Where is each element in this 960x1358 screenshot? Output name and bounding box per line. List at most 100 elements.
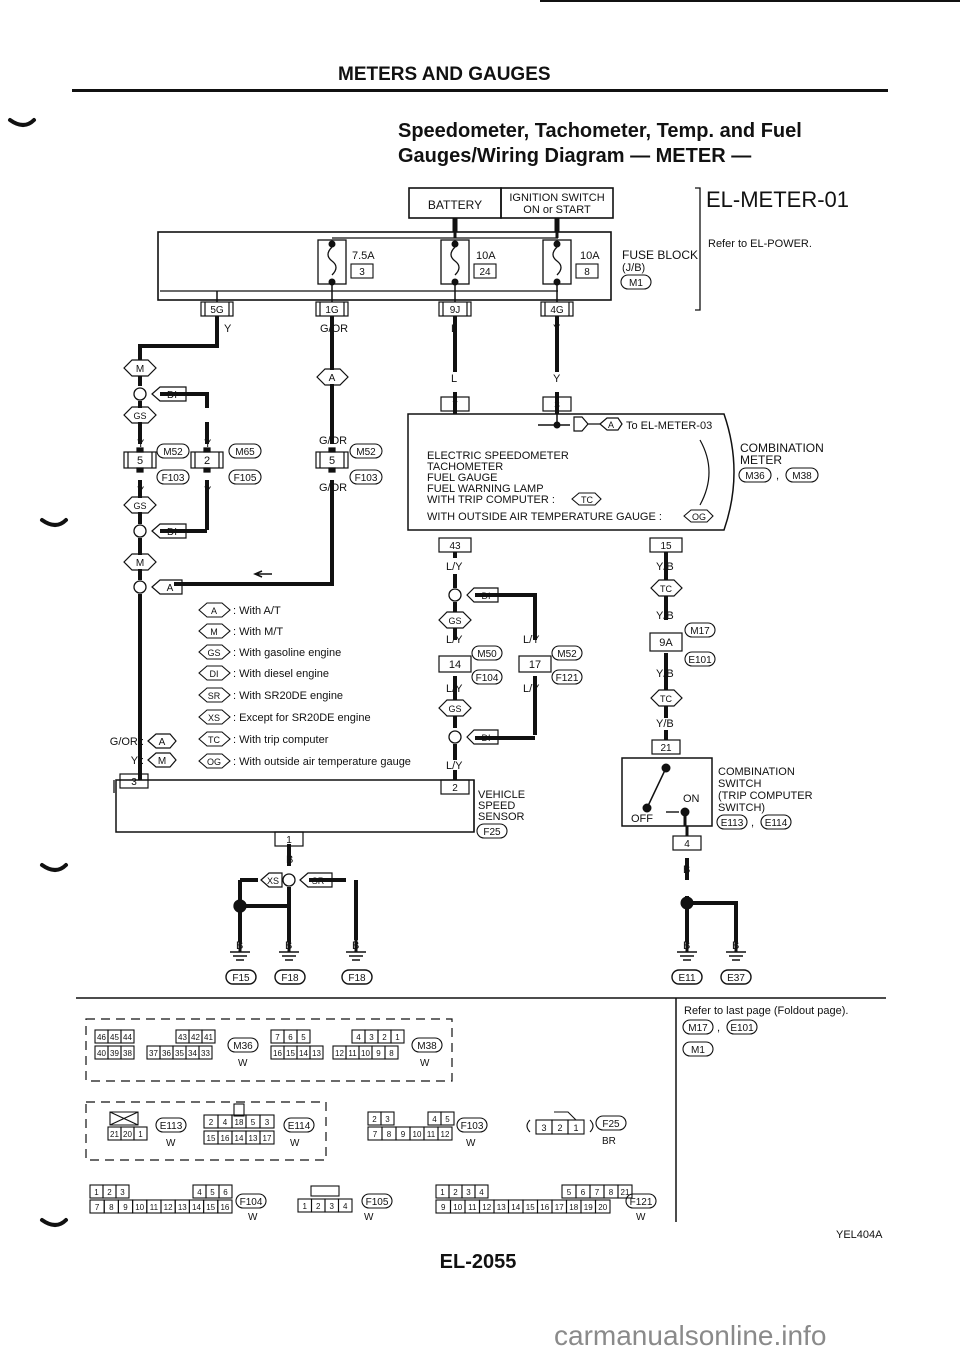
option-tag [151,523,187,539]
wire-color: Y [553,373,561,385]
connector-color: W [466,1138,476,1149]
connector-cell-label: 9 [401,1130,406,1139]
pin-label: 2 [204,455,210,467]
connector-pill [155,1117,187,1133]
pin-box [649,632,683,652]
connector-cell-label: 6 [581,1188,586,1197]
terminal-tick [544,302,570,316]
branch-circle [448,730,462,744]
terminal-label: 5G [210,305,224,316]
connector-code: M50 [477,649,497,660]
connector-cell-label: 16 [221,1134,230,1143]
connector-cell [617,1184,633,1199]
pin-label: 9A [659,637,673,649]
connector-color: W [420,1058,430,1069]
connector-cell-label: 4 [356,1033,361,1042]
sensor-label-2: SPEED [478,800,515,812]
connector-cell [259,1114,275,1129]
connector-cell-label: 35 [175,1049,184,1058]
ground-symbol [677,951,697,961]
legend-tag-label: XS [208,713,220,723]
connector-cell-label: 10 [361,1049,370,1058]
connector-cell-label: 12 [335,1049,344,1058]
connector-cell-label: 6 [223,1188,228,1197]
connector-cell-label: 37 [149,1049,158,1058]
connector-code: M38 [417,1041,437,1052]
connector-cell-label: 38 [123,1049,132,1058]
connector-cell-label: 44 [123,1033,132,1042]
switch-label-3: (TRIP COMPUTER [718,790,813,802]
wire [160,392,209,408]
option-tag [438,699,472,717]
connector-code: E114 [288,1121,311,1132]
refer-power: Refer to EL-POWER. [708,238,812,250]
legend-text: : With diesel engine [233,668,329,680]
fuse-10a-8: 10A 8 [542,239,600,286]
option-tag-label: XS [267,876,279,886]
id-bracket [695,187,701,311]
speed-path-wires [453,552,537,780]
binding-marks [8,118,68,1227]
refer-connector: M17 [688,1023,708,1034]
ground-connector: E11 [678,973,695,984]
fuse-7-5a: 7.5A 3 [317,239,375,286]
pin-box [542,396,572,412]
connector-code: E113 [160,1121,183,1132]
connector-pills-left [156,443,383,485]
legend-tag-label: DI [210,669,219,679]
legend-tag [198,687,231,703]
connector-color: W [166,1138,176,1149]
connector-cell [474,1184,489,1199]
pin-label: 14 [449,659,461,671]
header-rule [72,89,888,92]
pin-box [274,831,304,847]
meter-line: FUEL WARNING LAMP [427,483,544,495]
connector-code: F103 [355,473,378,484]
left-option-circles [133,387,296,913]
trip-path-wires [664,552,738,942]
connector-code: F121 [556,673,579,684]
sensor-label-1: VEHICLE [478,789,525,801]
connector-code: F25 [602,1119,620,1130]
pin-box [651,739,681,755]
connector-cell-label: 17 [555,1203,564,1212]
option-tag-label: TC [660,584,672,594]
connector-group-frame [85,1018,453,1082]
option-tag-label: A [329,373,336,384]
legend-tag [198,644,231,660]
connector-cell-label: 12 [482,1203,491,1212]
connector-cell-label: 40 [97,1049,106,1058]
connector-cell [437,1126,453,1141]
pill [349,469,383,485]
connector-cell-label: 16 [220,1203,229,1212]
sensor-connector-pill [476,823,508,839]
connector-cell-label: 5 [210,1188,215,1197]
connector-cell-label: 43 [178,1033,187,1042]
pin-label: 3 [554,400,560,411]
meter-connector-separator: , [776,470,779,482]
wire-color: G/OR [319,482,347,494]
option-tag-label: GS [133,411,146,421]
connector-cell-label: 3 [330,1202,335,1211]
refer-pill [726,1019,758,1035]
connector-cell [594,1199,611,1214]
connector-cell-label: 33 [201,1049,210,1058]
pin-label: 2 [452,783,458,794]
connector-cell-label: 1 [138,1130,143,1139]
ground-pill [225,969,257,985]
fuse-block-connector-pill [620,274,652,290]
connector-cell-label: 3 [541,1123,546,1133]
terminal-tick [204,302,230,316]
connector-cell-label: 36 [162,1049,171,1058]
right-grounds [671,942,752,985]
option-tag-label: A [167,583,174,594]
connector-cell-label: 19 [584,1203,593,1212]
connector-cell-label: 7 [95,1203,100,1212]
pin-label: 5 [329,455,335,467]
connector-housing [109,1111,139,1126]
pin-label: 4 [684,839,690,850]
connector-cell-label: 9 [376,1049,381,1058]
legend-text: : With trip computer [233,734,329,746]
option-tag [650,689,683,707]
